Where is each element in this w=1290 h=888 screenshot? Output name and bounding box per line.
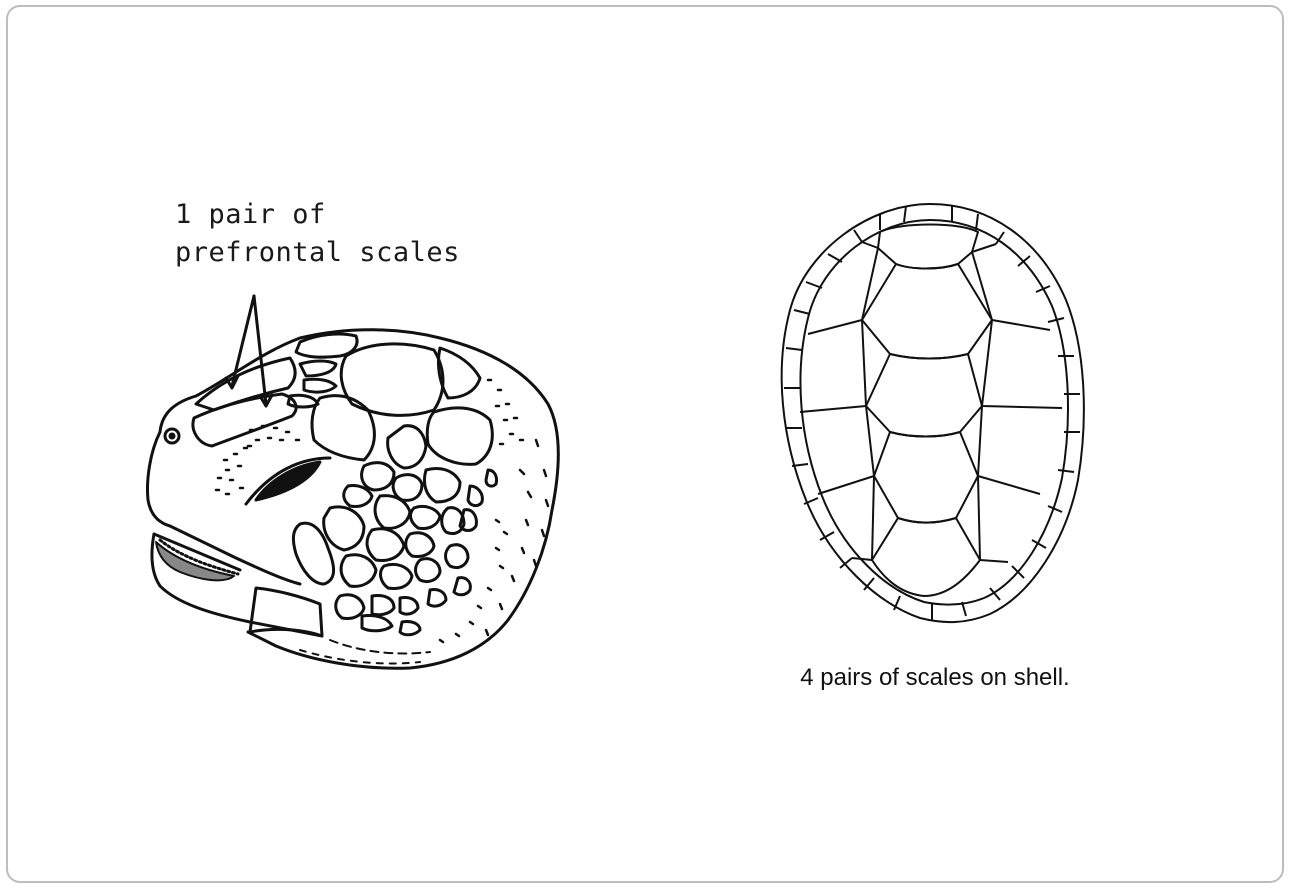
lower-jaw (152, 534, 322, 636)
shell-inner-outline (800, 220, 1068, 605)
pointer-arrows (226, 296, 272, 406)
vertebral-4 (874, 432, 978, 523)
shell-caption: 4 pairs of scales on shell. (720, 664, 1150, 692)
stipple-dots (216, 380, 548, 642)
vertebral-3 (866, 354, 982, 437)
costal-scutes (800, 242, 1062, 562)
frontal-scale (341, 344, 443, 415)
shell-outer-outline (782, 204, 1084, 622)
turtle-head-drawing (148, 296, 559, 668)
turtle-shell-drawing (782, 204, 1084, 622)
head-outline (160, 330, 558, 669)
vertebral-2 (862, 264, 992, 359)
vertebral-1 (878, 225, 978, 269)
prefrontal-scale-lower (193, 394, 296, 446)
